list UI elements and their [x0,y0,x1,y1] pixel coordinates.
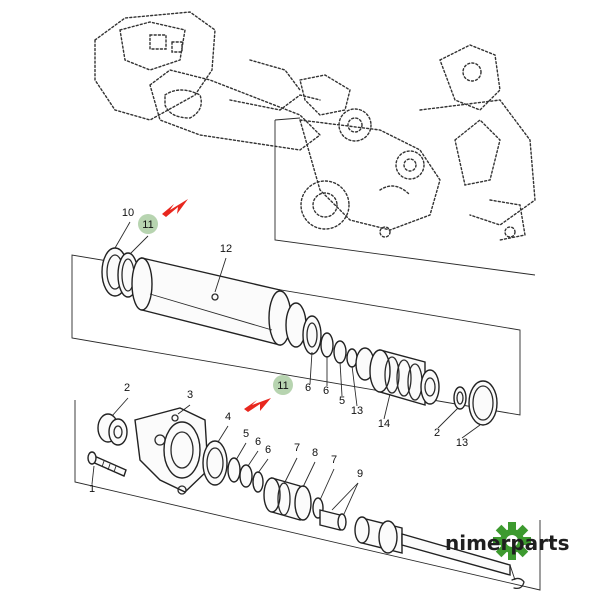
callout-label: 6 [255,436,261,448]
callout-label: 6 [265,444,271,456]
callout-label: 8 [312,447,318,459]
upper-assembly [101,247,498,426]
callout-label: 14 [378,418,390,430]
arrow-icon [244,398,271,412]
callout-label: 4 [225,411,231,423]
callout-label: 2 [124,382,130,394]
callout-label: 11 [142,219,153,231]
callout-label: 5 [339,395,345,407]
arrow-icon [162,199,188,217]
callout-label: 5 [243,428,249,440]
callout-label: 1 [89,483,95,495]
callout-label: 6 [323,385,329,397]
brand-name: nimerparts [445,531,570,555]
callout-label: 13 [351,405,363,417]
upper-exploded-frame [71,254,521,416]
callout-label: 7 [294,442,300,454]
callout-label: 13 [456,437,468,449]
callout-label: 10 [122,207,134,219]
leader-lines [91,221,481,515]
housing-frame [274,120,536,276]
callout-label: 7 [331,454,337,466]
lower-exploded-frame [74,400,541,591]
callout-highlight [138,214,158,234]
lower-assembly [87,407,525,590]
callout-label: 2 [434,427,440,439]
callout-highlight [273,375,293,395]
callout-highlights [138,214,293,395]
callout-label: 9 [357,468,363,480]
callout-label: 6 [305,382,311,394]
callout-label: 12 [220,243,232,255]
callout-label: 11 [277,380,288,392]
axle-housing-dotted [94,11,536,241]
brand-logo: nimerparts [445,522,570,560]
callout-label: 3 [187,389,193,401]
